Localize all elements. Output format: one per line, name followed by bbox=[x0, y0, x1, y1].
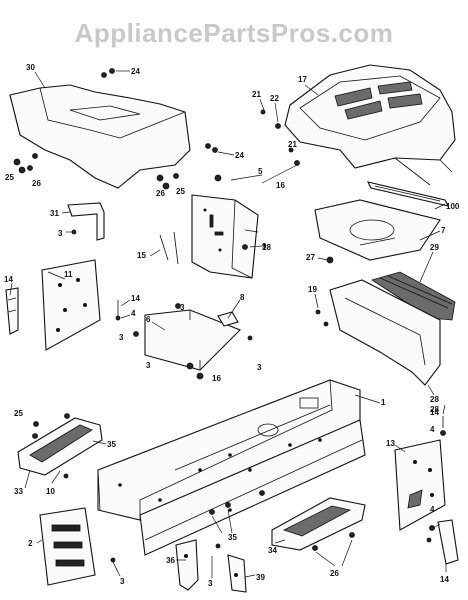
callout-14: 14 bbox=[131, 294, 140, 303]
part-17-hood[interactable] bbox=[284, 64, 456, 186]
part-36-bracket[interactable] bbox=[175, 539, 199, 591]
part-33-footrest[interactable] bbox=[17, 417, 103, 476]
part-6-plate[interactable] bbox=[144, 309, 241, 371]
callout-26: 26 bbox=[32, 179, 41, 188]
callout-33: 33 bbox=[14, 487, 23, 496]
callout-19: 19 bbox=[308, 285, 317, 294]
callout-4: 4 bbox=[131, 309, 136, 318]
callout-36: 36 bbox=[166, 556, 175, 565]
watermark: AppliancePartsPros.com bbox=[74, 18, 394, 48]
callout-14: 14 bbox=[4, 275, 13, 284]
callout-24: 24 bbox=[235, 151, 244, 160]
callout-1: 1 bbox=[381, 398, 386, 407]
hardware-hood-21-22 bbox=[260, 109, 300, 166]
hardware-24-top bbox=[101, 68, 235, 156]
part-100-strip[interactable] bbox=[366, 181, 450, 207]
part-13-side-panel[interactable] bbox=[394, 439, 446, 531]
callout-labels: 30 24 24 25 26 26 25 31 3 17 21 22 21 16… bbox=[4, 63, 460, 588]
callout-16: 16 bbox=[212, 374, 221, 383]
hardware-25-26-left bbox=[13, 153, 179, 190]
callout-3: 3 bbox=[120, 577, 125, 586]
callout-28: 28 bbox=[430, 405, 439, 414]
part-2-plate[interactable] bbox=[39, 507, 96, 586]
callout-25: 25 bbox=[176, 187, 185, 196]
callout-14: 14 bbox=[430, 408, 439, 417]
hardware-3-16-center bbox=[186, 335, 253, 380]
part-14-left[interactable] bbox=[5, 287, 19, 335]
part-34-footrest[interactable] bbox=[271, 497, 366, 551]
part-39-bracket[interactable] bbox=[227, 554, 247, 593]
callout-25: 25 bbox=[5, 173, 14, 182]
callout-15: 15 bbox=[137, 251, 146, 260]
callout-2: 2 bbox=[28, 539, 33, 548]
callout-22: 22 bbox=[270, 94, 279, 103]
callout-3: 3 bbox=[119, 333, 124, 342]
callout-4: 4 bbox=[430, 425, 435, 434]
part-9-dash[interactable] bbox=[191, 174, 259, 279]
callout-25: 25 bbox=[14, 409, 23, 418]
callout-13: 13 bbox=[386, 439, 395, 448]
part-7-plate[interactable] bbox=[314, 199, 441, 264]
hardware-15-18 bbox=[159, 231, 248, 265]
callout-26: 26 bbox=[330, 569, 339, 578]
part-28-bumper[interactable] bbox=[329, 279, 441, 386]
callout-14: 14 bbox=[440, 575, 449, 584]
part-30-fender[interactable] bbox=[9, 84, 191, 189]
callout-3: 3 bbox=[58, 229, 63, 238]
hardware-14-4-center bbox=[115, 300, 181, 337]
callout-3: 3 bbox=[257, 363, 262, 372]
callout-39: 39 bbox=[256, 573, 265, 582]
callout-5: 5 bbox=[258, 167, 263, 176]
callout-3: 3 bbox=[208, 579, 213, 588]
callout-26: 26 bbox=[156, 189, 165, 198]
callout-9: 9 bbox=[262, 242, 267, 251]
callout-21: 21 bbox=[288, 140, 297, 149]
part-11-side-panel[interactable] bbox=[41, 259, 101, 351]
callout-6: 6 bbox=[146, 315, 151, 324]
hardware-35-center bbox=[209, 490, 355, 551]
callout-30: 30 bbox=[26, 63, 35, 72]
callout-100: 100 bbox=[446, 202, 460, 211]
callout-35: 35 bbox=[107, 440, 116, 449]
callout-35: 35 bbox=[228, 533, 237, 542]
callout-10: 10 bbox=[46, 487, 55, 496]
callout-18: 18 bbox=[262, 243, 271, 252]
callout-8: 8 bbox=[240, 293, 245, 302]
callout-24: 24 bbox=[131, 67, 140, 76]
callout-28: 28 bbox=[430, 395, 439, 404]
leader-lines bbox=[9, 71, 447, 578]
callout-27: 27 bbox=[306, 253, 315, 262]
callout-11: 11 bbox=[64, 270, 73, 279]
callout-3: 3 bbox=[180, 303, 185, 312]
callout-31: 31 bbox=[50, 209, 59, 218]
hardware-right-4-14 bbox=[426, 416, 446, 543]
callout-3: 3 bbox=[146, 361, 151, 370]
part-31-bracket[interactable] bbox=[61, 202, 105, 241]
callout-29: 29 bbox=[430, 243, 439, 252]
callout-7: 7 bbox=[441, 226, 446, 235]
callout-4: 4 bbox=[430, 505, 435, 514]
callout-17: 17 bbox=[298, 75, 307, 84]
part-1-frame[interactable] bbox=[97, 379, 366, 556]
part-14-right[interactable] bbox=[437, 519, 459, 565]
hardware-25-26-footrest bbox=[32, 413, 70, 479]
callout-16: 16 bbox=[276, 181, 285, 190]
callout-21: 21 bbox=[252, 90, 261, 99]
callout-34: 34 bbox=[268, 546, 277, 555]
hardware-19 bbox=[315, 309, 329, 327]
